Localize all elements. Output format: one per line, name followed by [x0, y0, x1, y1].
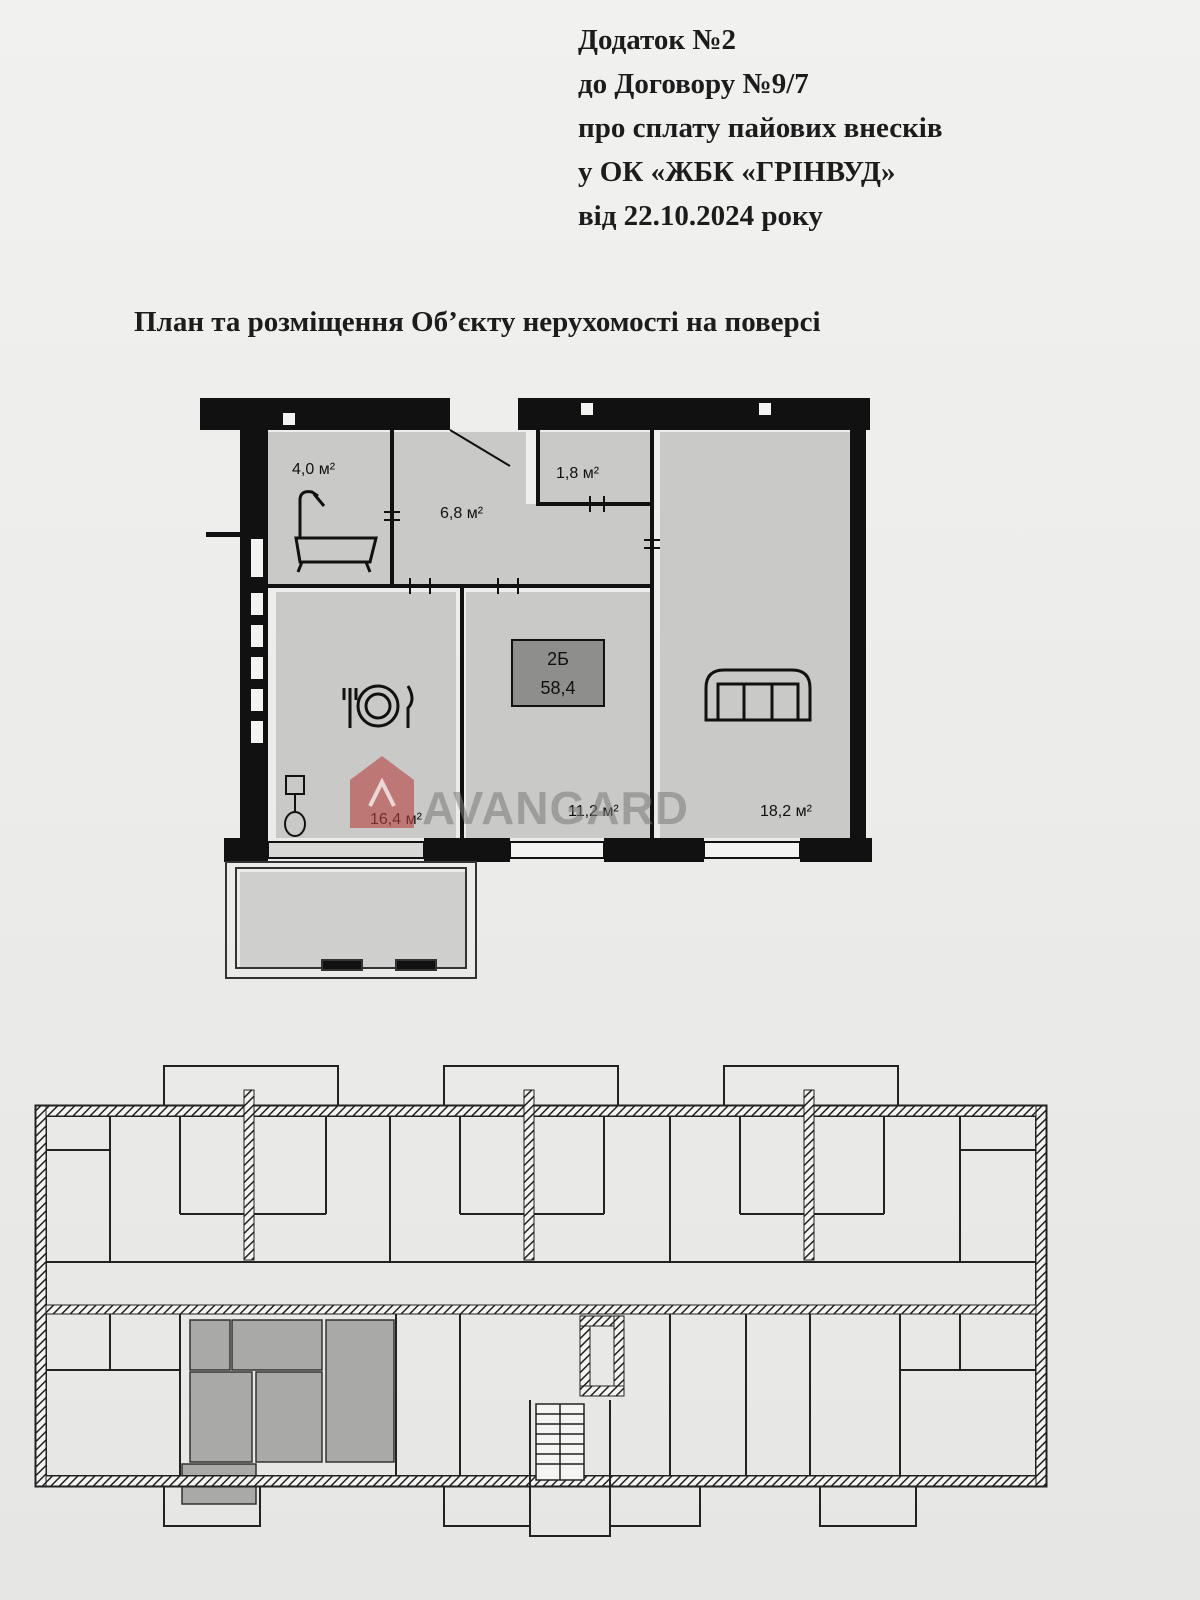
balcony-door-opening	[267, 841, 425, 859]
document-header: Додаток №2 до Договору №9/7 про сплату п…	[578, 18, 1138, 238]
bathtub-icon	[294, 490, 378, 573]
plate-and-cutlery-icon	[342, 684, 414, 728]
room-area-storage: 1,8 м²	[556, 465, 600, 482]
room-storage	[540, 432, 650, 504]
unit-number: 2Б	[547, 649, 569, 669]
wall-bottom-right	[800, 838, 872, 862]
windows	[249, 537, 801, 859]
balcony-outline	[225, 861, 477, 979]
window-bottom-living	[703, 841, 801, 859]
interior-partitions	[46, 1116, 1036, 1486]
header-line-appendix: Додаток №2	[578, 24, 736, 56]
room-fills	[240, 432, 850, 968]
window-left-1	[249, 591, 265, 617]
room-balcony	[240, 872, 466, 968]
header-line-cooperative: у ОК «ЖБК «ГРІНВУД»	[578, 156, 896, 188]
wall-right	[850, 398, 866, 838]
toilet-icon	[284, 775, 306, 837]
entrance-door-swing	[449, 429, 511, 467]
highlighted-apartment	[181, 1319, 395, 1505]
vent-2	[579, 401, 595, 417]
door-markers	[384, 496, 660, 594]
header-line-subject: про сплату пайових внесків	[578, 112, 943, 144]
room-hallway-ext	[526, 504, 650, 584]
page-title: План та розміщення Об’єкту нерухомості н…	[134, 306, 821, 338]
wall-bottom-mid-left	[424, 838, 510, 862]
wall-bottom-mid	[604, 838, 704, 862]
vent-3	[757, 401, 773, 417]
header-line-date: від 22.10.2024 року	[578, 200, 823, 232]
header-line-contract: до Договору №9/7	[578, 68, 809, 100]
window-left-5	[249, 719, 265, 745]
vent-1	[281, 411, 297, 427]
avangard-logo-icon	[350, 756, 414, 828]
unit-number-box	[511, 639, 605, 707]
balcony-window-1	[321, 959, 363, 971]
balcony	[225, 861, 477, 979]
room-bedroom	[466, 592, 652, 838]
wall-top-right	[518, 398, 870, 430]
room-area-bathroom: 4,0 м²	[292, 461, 336, 478]
room-area-living: 18,2 м²	[760, 803, 813, 820]
sofa-icon	[704, 668, 812, 722]
window-left-top	[249, 537, 265, 579]
room-hallway	[394, 432, 526, 584]
unit-total-area: 58,4	[540, 678, 575, 698]
room-area-hallway: 6,8 м²	[440, 505, 484, 522]
watermark-text: AVANGARD	[422, 782, 689, 834]
wall-stub	[206, 532, 242, 537]
room-area-bedroom: 11,2 м²	[568, 803, 619, 820]
room-living	[660, 432, 850, 838]
window-bottom-bedroom	[509, 841, 605, 859]
window-left-4	[249, 687, 265, 713]
balcony-window-2	[395, 959, 437, 971]
window-left-2	[249, 623, 265, 649]
vent-markers	[281, 401, 773, 427]
hatched-walls	[35, 1089, 1047, 1487]
interior-walls	[266, 429, 654, 838]
wall-top-left	[200, 398, 450, 430]
stairwell	[535, 1403, 585, 1481]
wall-bottom-left	[224, 838, 268, 862]
window-left-3	[249, 655, 265, 681]
